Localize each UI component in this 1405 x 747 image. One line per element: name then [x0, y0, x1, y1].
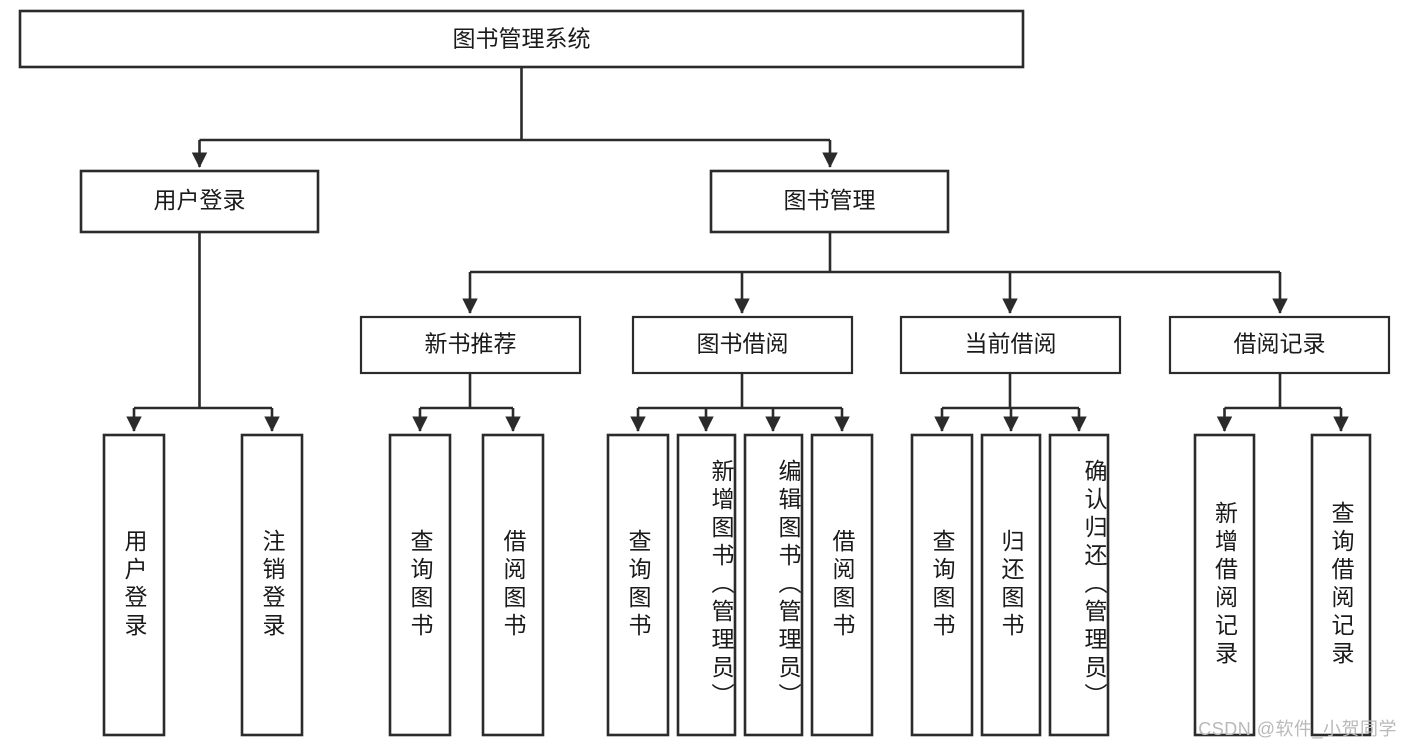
leaf-query-record-box[interactable] — [1310, 433, 1372, 737]
node-root-label: 图书管理系统 — [453, 26, 591, 52]
node-current-borrow-box[interactable] — [899, 315, 1122, 375]
node-new-book-recommend-box[interactable] — [359, 315, 582, 375]
leaf-confirm-return-box[interactable] — [1048, 433, 1110, 737]
node-book-management[interactable]: 图书管理 — [709, 169, 950, 234]
leaf-user-login-box[interactable] — [102, 433, 166, 737]
node-borrow-record-label: 借阅记录 — [1234, 331, 1326, 357]
leaf-query-book-borrow-box[interactable] — [606, 433, 670, 737]
connector-group-borrow-record — [1216, 373, 1349, 432]
connector-group-book-borrow — [630, 373, 850, 432]
node-book-borrow-label: 图书借阅 — [697, 331, 789, 357]
connector-group-user-login — [126, 232, 280, 432]
node-book-management-label: 图书管理 — [784, 187, 876, 213]
leaf-edit-book-box[interactable] — [743, 433, 804, 737]
leaf-logout-box[interactable] — [240, 433, 304, 737]
node-current-borrow[interactable]: 当前借阅 — [899, 315, 1122, 375]
leaf-borrow-book-rec-box[interactable] — [481, 433, 545, 737]
leaf-add-book-box[interactable] — [676, 433, 737, 737]
leaf-add-record-box[interactable] — [1193, 433, 1256, 737]
node-borrow-record[interactable]: 借阅记录 — [1168, 315, 1391, 375]
node-borrow-record-box[interactable] — [1168, 315, 1391, 375]
leaf-return-book-box[interactable] — [980, 433, 1042, 737]
leaf-query-book-rec-box[interactable] — [388, 433, 452, 737]
connector-group-current-borrow — [934, 373, 1087, 432]
leaf-boxes — [102, 433, 1372, 737]
connector-group-new-book-recommend — [412, 373, 521, 432]
node-book-borrow[interactable]: 图书借阅 — [631, 315, 854, 375]
leaf-query-book-cur-box[interactable] — [910, 433, 974, 737]
node-root-box[interactable] — [18, 9, 1025, 69]
node-user-login[interactable]: 用户登录 — [79, 169, 320, 234]
node-user-login-label: 用户登录 — [154, 187, 246, 213]
node-book-borrow-box[interactable] — [631, 315, 854, 375]
watermark: CSDN @软件_小贺同学 — [1198, 719, 1397, 739]
connector-group-book-management — [462, 232, 1288, 314]
node-new-book-recommend-label: 新书推荐 — [425, 331, 517, 357]
connector-group-root — [191, 67, 838, 168]
node-root[interactable]: 图书管理系统 — [18, 9, 1025, 69]
node-current-borrow-label: 当前借阅 — [965, 331, 1057, 357]
node-book-management-box[interactable] — [709, 169, 950, 234]
node-new-book-recommend[interactable]: 新书推荐 — [359, 315, 582, 375]
leaf-borrow-book-box[interactable] — [810, 433, 874, 737]
node-user-login-box[interactable] — [79, 169, 320, 234]
